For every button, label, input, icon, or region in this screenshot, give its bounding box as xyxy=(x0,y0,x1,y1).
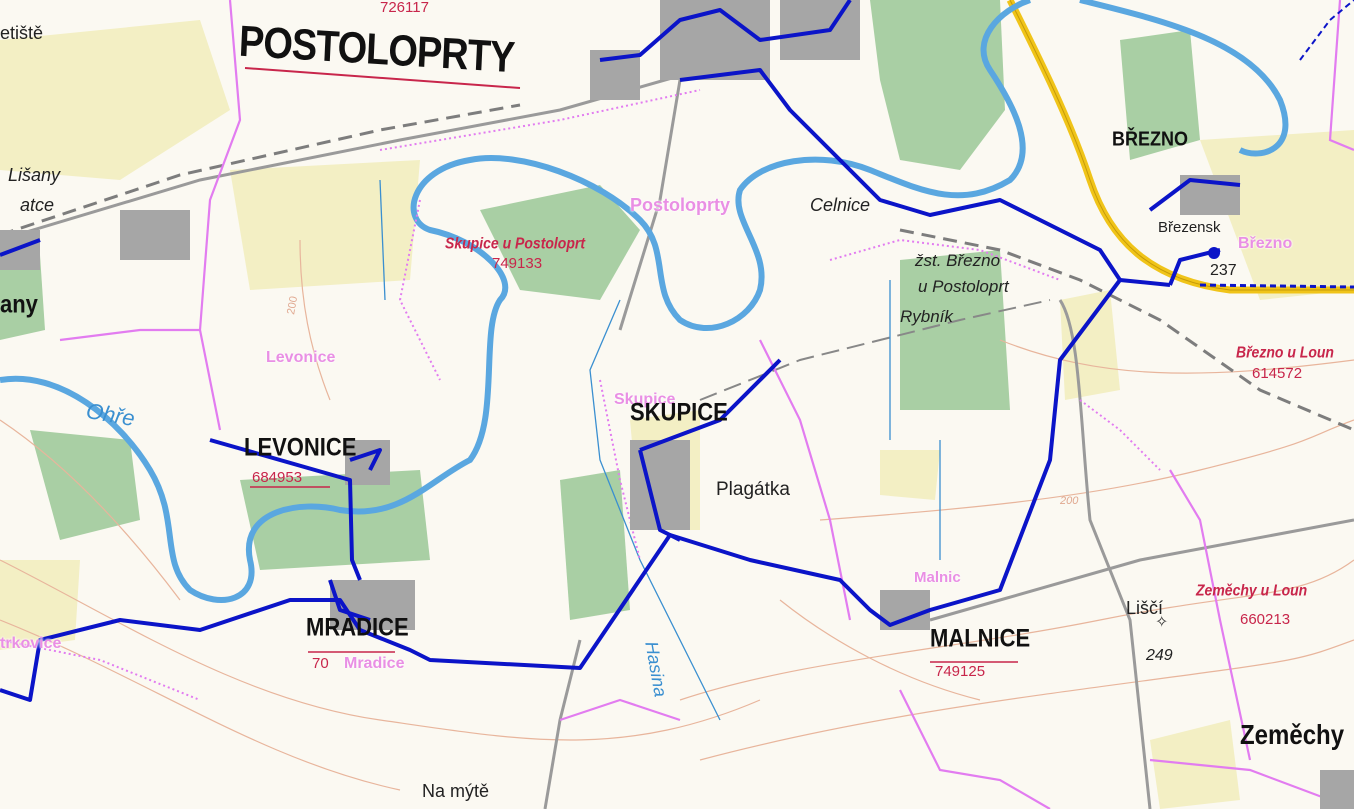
code-levonice: 684953 xyxy=(252,469,303,486)
river-ohre-north xyxy=(1079,0,1289,157)
pink-label-brezno: Březno xyxy=(1238,235,1293,252)
pink-label-malnice: Malnic xyxy=(914,569,961,586)
forest-area xyxy=(480,185,640,300)
code-postoloprty: 726117 xyxy=(380,0,429,16)
field-area xyxy=(0,20,230,180)
code-brezno: 614572 xyxy=(1252,365,1303,382)
railway xyxy=(0,103,1354,432)
town-skupice: SKUPICE xyxy=(630,397,728,427)
town-lisany: any xyxy=(0,289,38,319)
main-road-outline xyxy=(1009,0,1354,291)
path-dashed xyxy=(699,299,1051,401)
field-area xyxy=(1200,130,1354,300)
field-area xyxy=(0,560,80,650)
place-brezensky: Březensk xyxy=(1158,219,1221,236)
town-underline xyxy=(244,67,521,89)
highlighted-route xyxy=(0,0,1241,702)
place-celnice: Celnice xyxy=(810,195,871,215)
code-zemechy: 660213 xyxy=(1240,611,1291,628)
elevation-lisci: 249 xyxy=(1146,647,1173,664)
pink-label-skupice: Skupice xyxy=(614,391,676,408)
field-area xyxy=(880,450,940,500)
place-rybnik: Rybník xyxy=(900,307,953,326)
forest-area xyxy=(240,470,430,570)
route-dashed-north xyxy=(1299,0,1354,61)
pink-label-strkovice: trkovice xyxy=(0,635,62,652)
pink-label-mradice: Mradice xyxy=(344,655,405,672)
town-malnice: MALNICE xyxy=(930,623,1031,653)
place-station: žst. Březno xyxy=(915,251,1001,270)
code-mradice: 70 xyxy=(312,655,329,672)
place-letiste: etiště xyxy=(0,23,44,43)
place-station-2: u Postoloprt xyxy=(918,277,1009,296)
elevation-brezno: 237 xyxy=(1210,262,1237,279)
forest-area xyxy=(900,250,1010,410)
place-lisci: Liščí xyxy=(1126,598,1164,618)
code-skupice: 749133 xyxy=(492,255,543,272)
admin-boundaries xyxy=(59,0,1354,809)
route-dashed xyxy=(1199,283,1354,289)
pink-label-postoloprty: Postoloprty xyxy=(630,195,731,215)
town-levonice: LEVONICE xyxy=(244,432,357,462)
river-ohre xyxy=(0,0,1032,603)
contour-label: 200 xyxy=(1060,495,1079,507)
code-malnice: 749125 xyxy=(935,663,986,680)
pink-label-levonice: Levonice xyxy=(266,349,336,366)
streams xyxy=(379,179,941,721)
cadastral-brezno: Březno u Loun xyxy=(1236,343,1334,361)
field-area xyxy=(1060,290,1120,400)
cadastral-zemechy: Zeměchy u Loun xyxy=(1196,581,1308,599)
forest-area xyxy=(0,255,45,340)
forest-area xyxy=(30,430,140,540)
location-marker[interactable] xyxy=(1208,247,1220,259)
cadastral-boundaries xyxy=(0,89,1161,701)
town-zemechy: Zeměchy xyxy=(1240,719,1345,751)
place-lisany: Lišany xyxy=(8,165,61,185)
place-plagatka: Plagátka xyxy=(716,479,790,500)
forest-area xyxy=(870,0,1005,170)
field-area xyxy=(230,160,420,290)
cadastral-skupice: Skupice u Postoloprt xyxy=(445,234,586,252)
place-vatce: atce xyxy=(20,195,55,215)
forest-area xyxy=(560,470,630,620)
town-brezno: BŘEZNO xyxy=(1112,126,1188,150)
place-na-myte: Na mýtě xyxy=(422,781,490,801)
town-mradice: MRADICE xyxy=(306,612,409,642)
forest-area xyxy=(1120,30,1200,160)
summit-symbol: ✧ xyxy=(1155,614,1168,631)
